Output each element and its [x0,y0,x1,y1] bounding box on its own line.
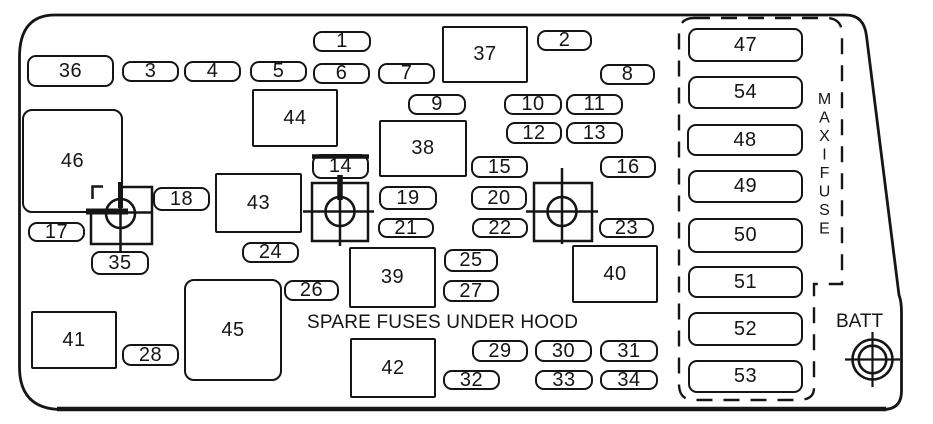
fuse-box-21: 21 [378,217,434,239]
fuse-box-4: 4 [184,60,241,82]
bolt-icon-left [86,182,152,251]
fuse-box-38: 38 [379,120,467,177]
fuse-box-1: 1 [313,30,371,52]
fuse-box-31: 31 [600,340,658,362]
fuse-box-19: 19 [379,186,437,210]
bolt-icon-right [526,168,598,244]
corner-bracket-mark [91,185,103,199]
fuse-box-30: 30 [535,340,592,362]
maxi-fuse-label: MAXIFUSE [816,91,833,239]
fuse-box-15: 15 [471,156,528,178]
fuse-box-18: 18 [153,187,210,211]
fuse-box-37: 37 [442,26,528,83]
fuse-box-40: 40 [572,245,658,303]
fuse-box-8: 8 [600,63,655,85]
fuse-box-7: 7 [378,62,435,84]
fuse-box-50: 50 [688,218,803,253]
fuse-box-44: 44 [252,89,338,147]
fuse-box-20: 20 [471,186,527,210]
fuse-box-49: 49 [688,170,803,203]
fuse-box-16: 16 [600,156,656,178]
fuse-box-46: 46 [22,109,123,213]
fuse-box-47: 47 [688,28,803,62]
fuse-box-6: 6 [313,62,370,84]
fuse-box-17: 17 [28,221,85,243]
fuse-box-5: 5 [250,60,307,82]
fuse-box-35: 35 [91,251,149,275]
fuse-box-36: 36 [27,55,114,87]
fuse-box-9: 9 [408,93,466,115]
fuse-box-25: 25 [444,249,498,272]
fuse-box-23: 23 [599,217,654,239]
panel-outer-border [18,13,903,411]
fuse-box-13: 13 [566,122,623,144]
fuse-box-52: 52 [688,312,803,346]
fuse-box-51: 51 [688,266,803,298]
spare-fuses-label: SPARE FUSES UNDER HOOD [307,312,579,333]
fuse-box-2: 2 [537,29,592,51]
fuse-box-24: 24 [242,241,299,263]
fuse-box-28: 28 [122,344,179,366]
fuse-box-41: 41 [31,311,117,369]
fuse-box-53: 53 [688,360,803,393]
fuse-box-32: 32 [443,369,500,391]
fuse-box-22: 22 [472,217,528,239]
fuse-box-33: 33 [535,369,593,391]
fuse-box-10: 10 [504,93,562,115]
fuse-box-48: 48 [687,124,803,156]
fuse-box-3: 3 [122,60,179,82]
fuse-box-43: 43 [215,173,302,233]
fuse-box-26: 26 [284,279,339,301]
battery-terminal-icon [845,332,900,387]
maxi-fuse-dashed-outline [677,16,844,402]
fuse-box-12: 12 [506,122,562,144]
fuse-box-42: 42 [350,338,436,398]
fuse-box-29: 29 [472,340,528,362]
fuse-box-39: 39 [349,247,436,308]
fuse-box-54: 54 [688,76,803,109]
fuse-box-11: 11 [566,93,623,115]
fuse-box-34: 34 [600,369,658,391]
battery-label: BATT [836,311,884,332]
fuse-box-27: 27 [443,280,499,302]
bolt-icon-center [303,154,374,246]
fuse-box-45: 45 [184,279,282,381]
